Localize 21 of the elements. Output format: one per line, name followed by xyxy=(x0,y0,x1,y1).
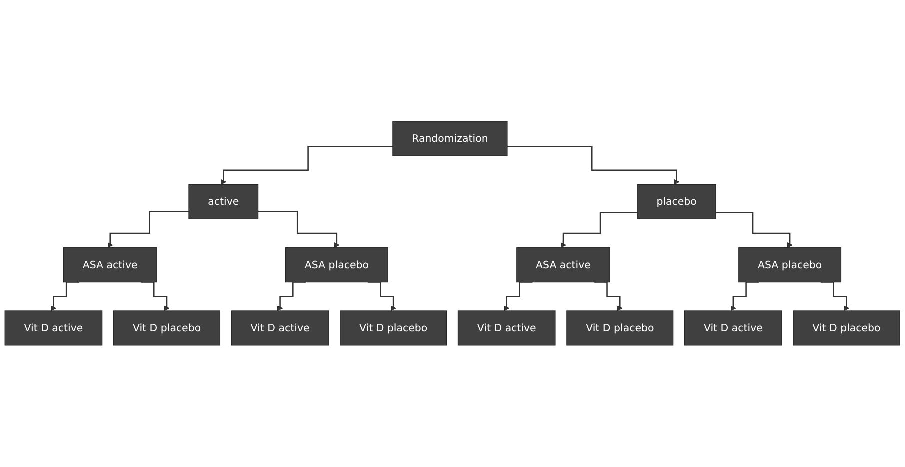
node-box: Vit D active xyxy=(684,310,782,346)
node-box: active xyxy=(188,184,259,220)
arrow xyxy=(258,210,340,248)
node-box: Randomization xyxy=(392,121,508,156)
node-box: Vit D placebo xyxy=(793,310,900,346)
arrow xyxy=(220,146,393,185)
node-box: Vit D placebo xyxy=(114,310,220,346)
arrow xyxy=(507,146,680,185)
arrow xyxy=(108,210,189,248)
node-box: Vit D placebo xyxy=(340,310,448,346)
node-box: ASA placebo xyxy=(285,248,388,283)
node-box: ASA active xyxy=(63,248,158,283)
node-box: Vit D active xyxy=(4,310,103,346)
node-box: placebo xyxy=(637,184,716,220)
node-box: ASA placebo xyxy=(738,248,842,283)
node-box: Vit D active xyxy=(231,310,330,346)
node-box: Vit D active xyxy=(458,310,556,346)
node-box: ASA active xyxy=(516,248,610,283)
node-box: Vit D placebo xyxy=(566,310,674,346)
arrow xyxy=(560,212,638,248)
arrow xyxy=(716,212,793,248)
